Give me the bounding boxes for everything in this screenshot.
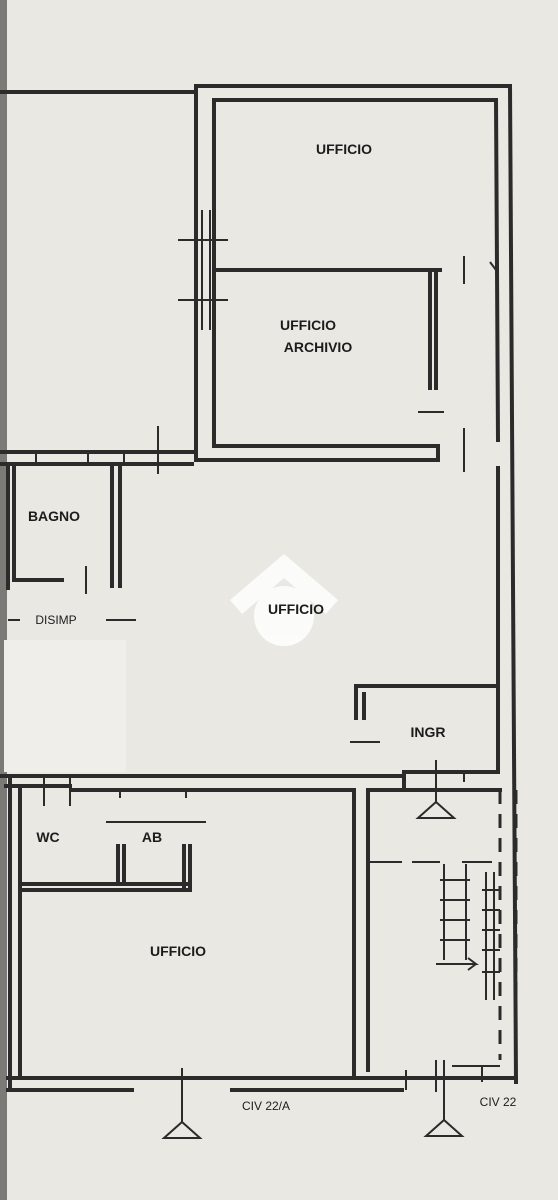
room-label-bagno: BAGNO <box>28 508 80 524</box>
room-label-ufficio-center: UFFICIO <box>268 601 324 617</box>
room-label-ab: AB <box>142 829 162 845</box>
outer-walls <box>0 83 519 1092</box>
divider-walls <box>0 774 406 806</box>
bottom-walls <box>352 788 518 1092</box>
room-label-ufficio-bottom: UFFICIO <box>150 943 206 959</box>
entrance-walls <box>350 684 500 790</box>
room-label-ufficio-top: UFFICIO <box>316 141 372 157</box>
entrance-marker-icon <box>415 790 457 819</box>
entrance-marker-icon <box>161 1068 203 1139</box>
upper-office-walls <box>178 84 497 472</box>
room-label-ingr: INGR <box>411 724 446 740</box>
bathroom-walls <box>0 426 194 621</box>
paper-edge <box>0 0 7 1200</box>
entrance-label-civ-22a: CIV 22/A <box>242 1099 290 1113</box>
entrance-marker-icon <box>423 1060 465 1137</box>
lighter-patch <box>4 640 126 772</box>
wc-walls <box>18 821 206 892</box>
watermark-logo <box>230 554 338 646</box>
room-label-wc: WC <box>36 829 59 845</box>
stair-icon <box>436 864 500 1000</box>
room-label-ufficio-archivio-2: ARCHIVIO <box>284 339 353 355</box>
room-label-disimp: DISIMP <box>35 613 76 627</box>
entrance-label-civ-22: CIV 22 <box>480 1095 517 1109</box>
room-label-ufficio-archivio-1: UFFICIO <box>280 317 336 333</box>
